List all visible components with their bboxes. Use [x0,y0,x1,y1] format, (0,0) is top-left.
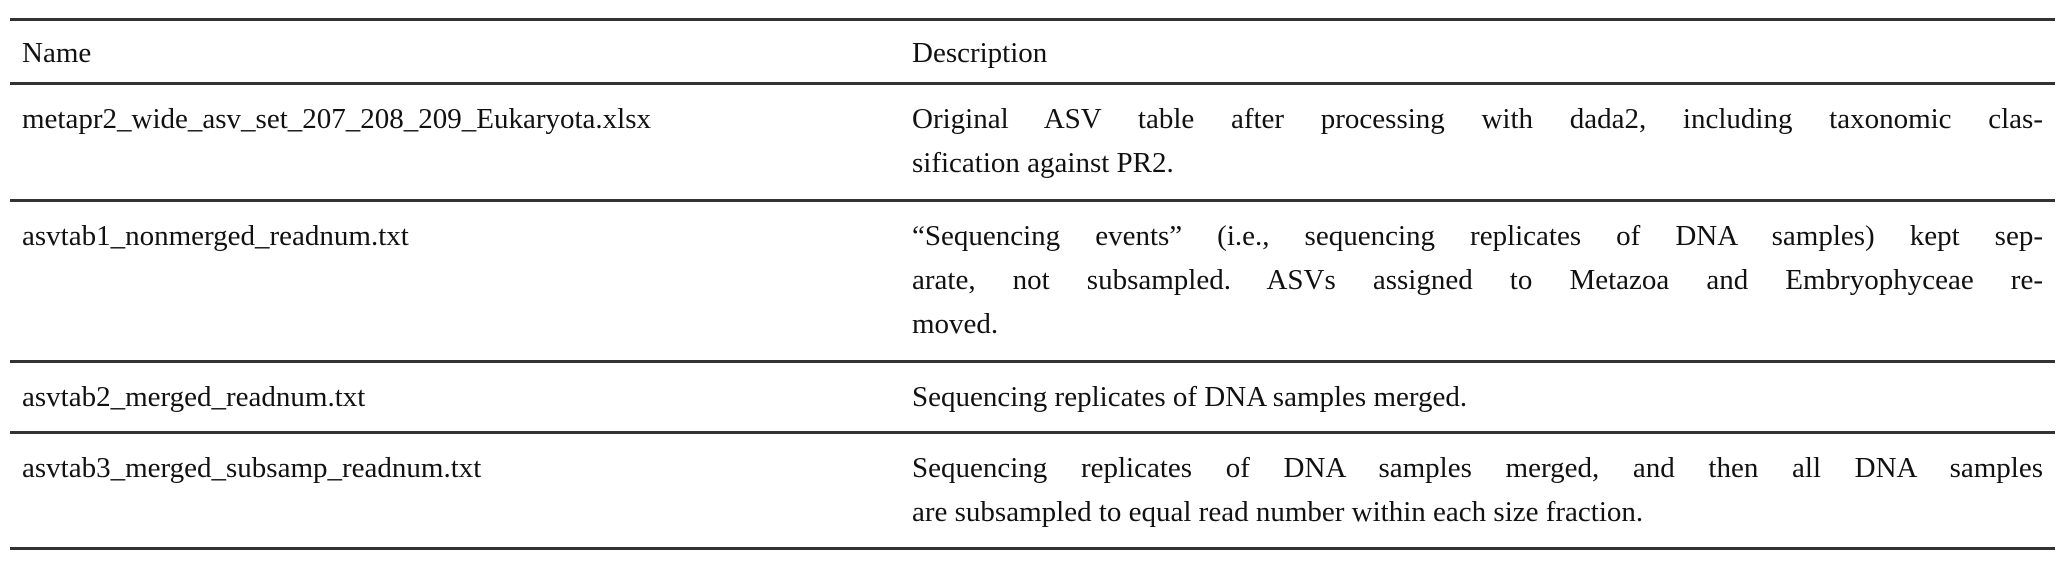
file-name: asvtab1_nonmerged_readnum.txt [22,220,409,252]
table-row: asvtab2_merged_readnum.txt Sequencing re… [10,362,2055,433]
file-description: “Sequencing events” (i.e., sequencing re… [900,201,2055,362]
header-description: Description [912,37,1048,69]
file-description: Sequencing replicates of DNA samples mer… [900,433,2055,549]
table-row: asvtab1_nonmerged_readnum.txt “Sequencin… [10,201,2055,362]
header-name: Name [22,37,92,69]
description-line: arate, not subsampled. ASVs assigned to … [912,264,2043,296]
file-name: asvtab2_merged_readnum.txt [22,381,366,413]
file-name: asvtab3_merged_subsamp_readnum.txt [22,452,482,484]
file-description: Sequencing replicates of DNA samples mer… [900,362,2055,433]
description-line: Sequencing replicates of DNA samples mer… [912,452,2043,484]
header-row: Name Description [10,19,2055,84]
description-line: Original ASV table after processing with… [912,103,2043,135]
description-line: Sequencing replicates of DNA samples mer… [912,381,1468,413]
file-name: metapr2_wide_asv_set_207_208_209_Eukaryo… [22,103,652,135]
description-line: are subsampled to equal read number with… [912,496,1644,528]
table-row: metapr2_wide_asv_set_207_208_209_Eukaryo… [10,84,2055,201]
table-row: asvtab3_merged_subsamp_readnum.txt Seque… [10,433,2055,549]
description-line: sification against PR2. [912,147,1174,179]
file-description-table: Name Description metapr2_wide_asv_set_20… [10,18,2055,550]
description-line: moved. [912,308,999,340]
description-line: “Sequencing events” (i.e., sequencing re… [912,220,2043,252]
file-description: Original ASV table after processing with… [900,84,2055,201]
